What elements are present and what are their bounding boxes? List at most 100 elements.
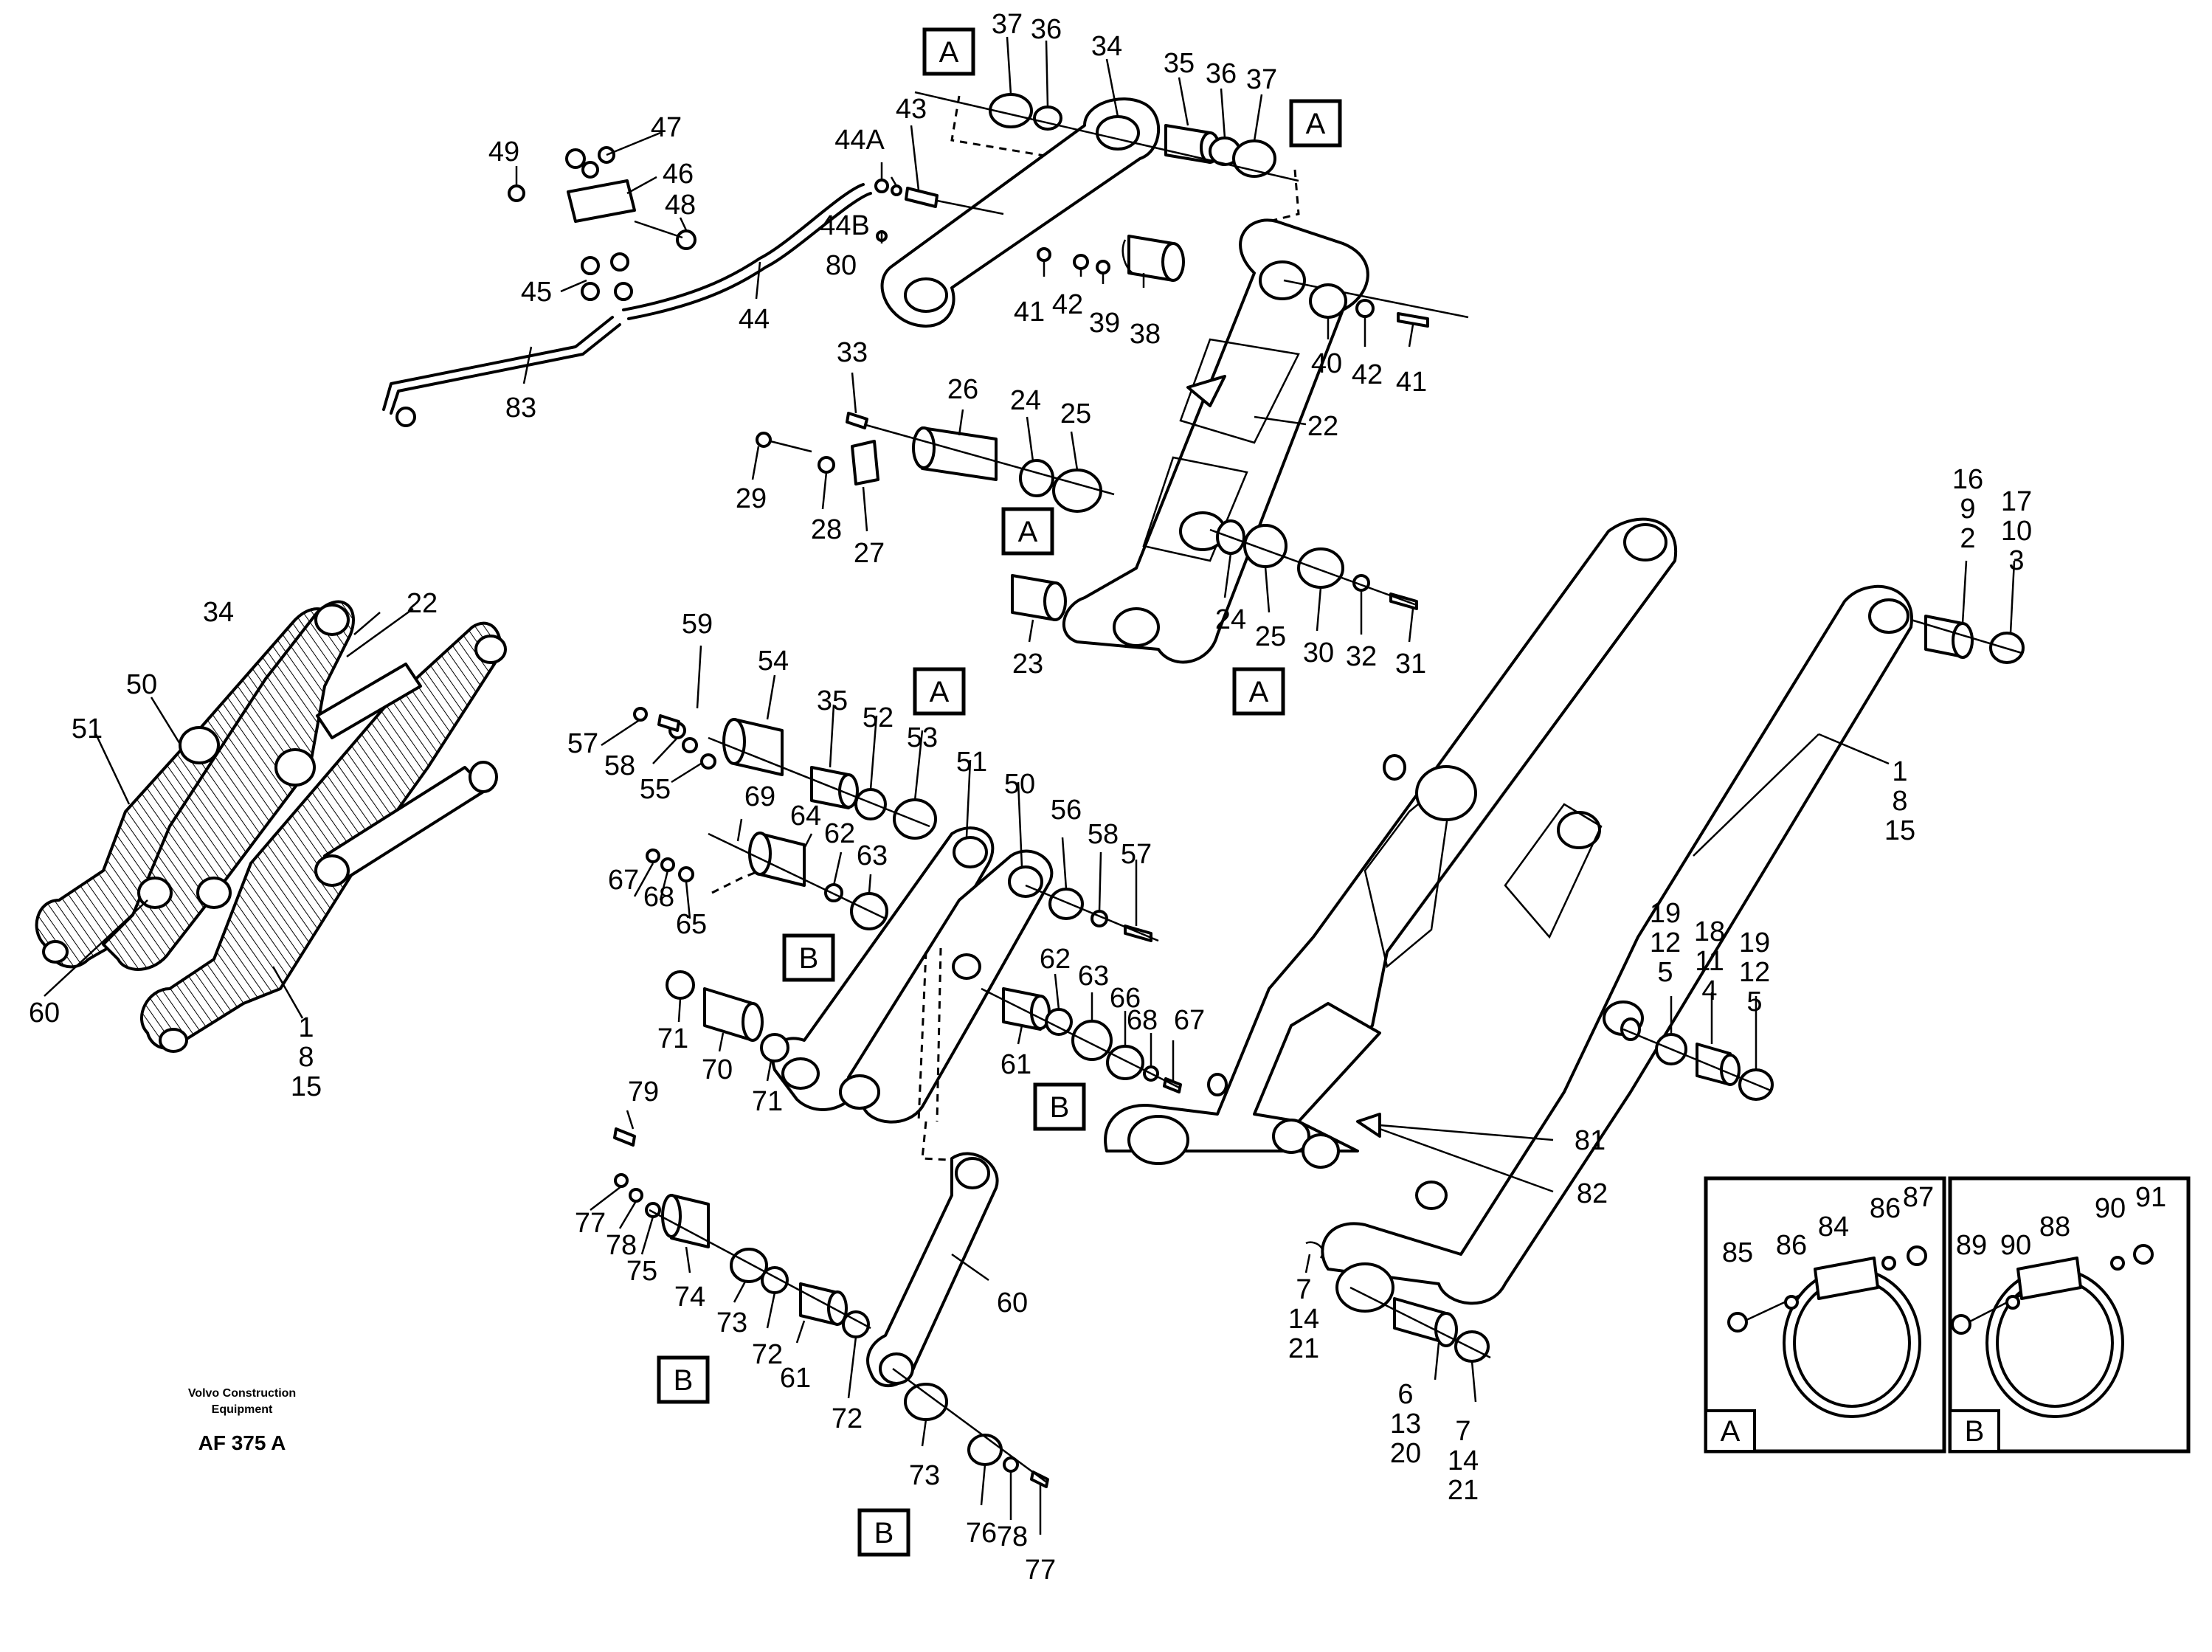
callout-41b: 41 — [1396, 367, 1427, 398]
detail-b-part-89: 89 — [1956, 1230, 1987, 1261]
detail-b-part-90: 90 — [2000, 1230, 2031, 1261]
ref-box-a-3: A — [1001, 507, 1054, 556]
callout-8: 8 — [1892, 786, 1907, 817]
callout-5b: 5 — [1746, 986, 1762, 1017]
callout-24: 24 — [1010, 385, 1041, 416]
callout-73: 73 — [716, 1307, 747, 1338]
callout-20: 20 — [1390, 1438, 1421, 1469]
svg-text:A: A — [1018, 516, 1038, 548]
callout-25: 25 — [1060, 398, 1091, 429]
svg-text:B: B — [674, 1364, 694, 1397]
callout-68b: 68 — [1127, 1005, 1158, 1036]
overview-view — [35, 600, 507, 1053]
callout-70: 70 — [702, 1054, 733, 1085]
callout-80: 80 — [826, 250, 857, 281]
callout-5a: 5 — [1657, 957, 1673, 988]
callout-71: 71 — [657, 1023, 688, 1054]
callout-74: 74 — [674, 1282, 705, 1313]
callout-61: 61 — [1000, 1049, 1031, 1080]
callout-14b: 14 — [1448, 1445, 1479, 1476]
detail-b-box: B 89 90 88 90 91 — [1948, 1176, 2191, 1454]
callout-72: 72 — [752, 1339, 783, 1370]
detail-a-label: A — [1721, 1415, 1741, 1448]
callout-22: 22 — [1307, 411, 1338, 442]
callout-25b: 25 — [1255, 621, 1286, 652]
callout-8s: 8 — [298, 1042, 314, 1073]
callout-23: 23 — [1012, 649, 1043, 680]
svg-text:B: B — [799, 942, 819, 975]
callout-61b: 61 — [780, 1363, 811, 1394]
callout-31: 31 — [1395, 649, 1426, 680]
detail-a-part-85: 85 — [1722, 1237, 1753, 1268]
lower-link-assembly — [613, 1121, 1049, 1488]
callout-57: 57 — [567, 728, 598, 759]
callout-numbers: 37 36 34 35 36 37 43 44A 44B 80 44 47 49… — [29, 9, 2032, 1586]
detail-a-box: A 85 86 84 86 87 — [1704, 1176, 1946, 1454]
callout-3: 3 — [2008, 545, 2024, 576]
detail-b-part-88: 88 — [2039, 1212, 2070, 1243]
callout-7b: 7 — [1455, 1416, 1470, 1447]
drawing-info: Volvo Construction Equipment AF 375 A — [188, 1387, 296, 1454]
callout-27: 27 — [854, 538, 885, 569]
ref-box-b-3: B — [657, 1355, 710, 1404]
callout-47: 47 — [651, 112, 682, 143]
lift-arm-frame — [1104, 517, 2025, 1363]
callout-50s: 50 — [126, 669, 157, 700]
callout-16: 16 — [1952, 464, 1983, 495]
callout-66: 66 — [1110, 983, 1141, 1014]
detail-a-part-84: 84 — [1818, 1212, 1849, 1243]
callout-42b: 42 — [1352, 359, 1383, 390]
detail-a-part-86b: 86 — [1870, 1193, 1901, 1224]
callout-39: 39 — [1089, 308, 1120, 339]
callout-14a: 14 — [1288, 1304, 1319, 1335]
callout-10: 10 — [2001, 516, 2032, 547]
detail-a-part-87: 87 — [1903, 1182, 1934, 1213]
callout-33: 33 — [837, 337, 868, 368]
callout-48: 48 — [665, 190, 696, 221]
callout-2: 2 — [1960, 523, 1975, 554]
ref-box-a-5: A — [1232, 667, 1285, 716]
callout-28: 28 — [811, 514, 842, 545]
callout-52: 52 — [863, 702, 894, 733]
ref-box-b-4: B — [857, 1508, 910, 1557]
callout-57b: 57 — [1121, 839, 1152, 870]
callout-56: 56 — [1051, 795, 1082, 826]
callout-81: 81 — [1575, 1125, 1606, 1156]
lube-line-assembly — [382, 146, 872, 427]
callout-55: 55 — [640, 774, 671, 805]
callout-62b: 62 — [1040, 944, 1071, 975]
callout-51s: 51 — [72, 713, 103, 744]
callout-7a: 7 — [1296, 1274, 1311, 1305]
callout-37: 37 — [992, 9, 1023, 40]
ref-box-a-1: A — [922, 27, 975, 76]
callout-15s: 15 — [291, 1071, 322, 1102]
callout-79: 79 — [628, 1076, 659, 1107]
callout-58b: 58 — [1088, 819, 1119, 850]
detail-b-part-90b: 90 — [2095, 1193, 2126, 1224]
callout-12b: 12 — [1739, 957, 1770, 988]
callout-60: 60 — [997, 1288, 1028, 1319]
ref-box-a-4: A — [913, 667, 966, 716]
manufacturer-line-2: Equipment — [212, 1403, 273, 1416]
callout-44a: 44A — [834, 125, 885, 156]
callout-32: 32 — [1346, 641, 1377, 672]
callout-75: 75 — [626, 1256, 657, 1287]
callout-54: 54 — [758, 646, 789, 677]
callout-38: 38 — [1130, 319, 1161, 350]
callout-9: 9 — [1960, 494, 1975, 525]
callout-63: 63 — [857, 840, 888, 871]
callout-12a: 12 — [1650, 927, 1681, 958]
callout-44b: 44B — [820, 210, 870, 241]
callout-72b: 72 — [832, 1403, 863, 1434]
callout-50: 50 — [1004, 769, 1035, 800]
callout-83: 83 — [505, 393, 536, 424]
callout-36b: 36 — [1206, 58, 1237, 89]
callout-30: 30 — [1303, 637, 1334, 668]
ref-box-a-2: A — [1289, 99, 1342, 148]
svg-text:A: A — [930, 676, 950, 708]
callout-4: 4 — [1701, 975, 1717, 1006]
callout-53: 53 — [907, 722, 938, 753]
callout-19a: 19 — [1650, 898, 1681, 929]
lever-22 — [1062, 218, 1469, 664]
